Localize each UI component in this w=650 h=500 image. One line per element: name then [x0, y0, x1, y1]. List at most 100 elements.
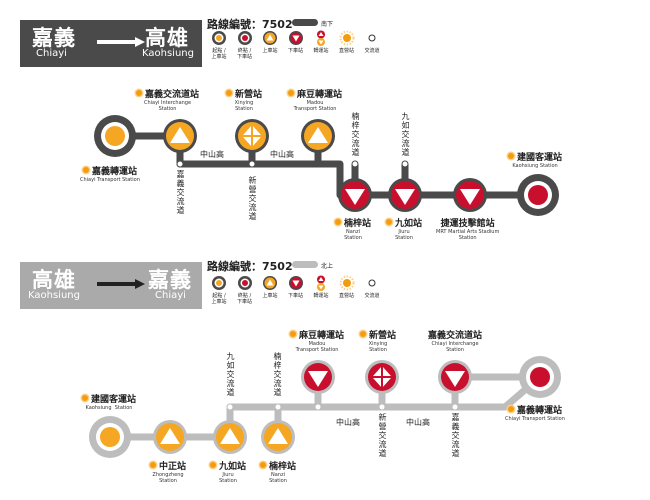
bottom-station-nanzi-icon [261, 420, 295, 454]
top-label-mrt: 捷運技擊館站 MRT Martial Arts Stadium Station [436, 219, 500, 241]
bottom-route-number: 路線編號：7502 [207, 260, 293, 273]
top-station-mrt-icon [453, 178, 487, 212]
direct-stop-icon [360, 331, 366, 337]
top-header-from-en: Chiayi [36, 48, 67, 59]
bottom-header-to-en: Chiayi [155, 290, 186, 301]
legend-label: 交流道 [364, 293, 380, 299]
top-interchange-label: 楠梓交流道 [351, 112, 360, 157]
legend-item-direct-stop: 直營站 [332, 30, 362, 54]
bottom-label-xinying: 新營站 Xinying Station [360, 328, 396, 353]
bottom-interchange-label: 楠梓交流道 [273, 352, 282, 397]
top-route-number: 路線編號：7502 [207, 18, 293, 31]
bottom-label-nanzi: 楠梓站 Nanzi Station [260, 459, 296, 484]
legend-label: 終點 / 下車站 [236, 48, 252, 60]
top-interchange-label: 嘉義交流道 [176, 170, 185, 215]
top-station-jiuru-icon [388, 178, 422, 212]
legend-item-boarding-stop: 上車站 [255, 275, 285, 299]
interchange-icon [176, 160, 184, 168]
top-station-nanzi-icon [338, 178, 372, 212]
legend-item-direct-stop: 直營站 [332, 275, 362, 299]
direct-stop-icon [260, 462, 266, 468]
direct-stop-icon [210, 462, 216, 468]
top-station-chiayi-tc-icon [94, 115, 136, 157]
legend-label: 上車站 [262, 293, 278, 299]
top-label-xinying: 新營站 Xinying Station [226, 87, 262, 112]
interchange-icon [368, 34, 376, 42]
bottom-station-madou-icon [301, 360, 335, 394]
top-road-label: 中山高 [270, 150, 294, 159]
legend-label: 轉運站 [313, 293, 329, 299]
interchange-icon [248, 160, 256, 168]
interchange-icon [401, 160, 409, 168]
bottom-station-chiayi-tc-icon [519, 356, 561, 398]
bottom-station-kaohsiung-icon [89, 416, 131, 458]
bottom-interchange-dots [226, 403, 459, 411]
bottom-label-jiuru: 九如站 Jiuru Station [210, 459, 246, 484]
direct-stop-icon [386, 219, 392, 225]
legend-label: 直營站 [338, 48, 354, 54]
interchange-icon [314, 403, 322, 411]
interchange-icon [378, 403, 386, 411]
bottom-road-label: 中山高 [336, 418, 360, 427]
top-direction-label: 南下 [321, 21, 334, 28]
origin-boarding-icon [212, 31, 226, 45]
top-interchange-dots [176, 160, 409, 168]
legend-item-alighting-stop: 下車站 [281, 30, 311, 54]
direct-stop-icon [507, 406, 514, 412]
top-station-kaohsiung-icon [517, 174, 559, 216]
bottom-label-chiayi-tc: 嘉義轉運站 Chiayi Transport Station [505, 406, 565, 422]
transfer-stop-icon [317, 275, 325, 291]
legend-item-interchange: 交流道 [357, 30, 387, 54]
boarding-stop-icon [263, 31, 277, 45]
top-direction-bar [292, 19, 318, 26]
legend-item-terminal-alighting: 終點 / 下車站 [230, 30, 260, 60]
bottom-header-from-en: Kaohsiung [28, 290, 80, 301]
top-header-to: 高雄 [145, 26, 189, 50]
top-direction-header: 嘉義 Chiayi 高雄 Kaohsiung [20, 20, 202, 67]
legend-label: 終點 / 下車站 [236, 293, 252, 305]
top-label-jiuru: 九如站 Jiuru Station [386, 216, 422, 241]
top-label-chiayi-ic: 嘉義交流道站 Chiayi Interchange Station [136, 87, 199, 112]
legend-item-alighting-stop: 下車站 [281, 275, 311, 299]
legend-label: 下車站 [287, 293, 303, 299]
legend-label: 交流道 [364, 48, 380, 54]
bottom-header-to: 嘉義 [148, 268, 192, 292]
bottom-road-label: 中山高 [406, 418, 430, 427]
boarding-stop-icon [263, 276, 277, 290]
direct-stop-icon [82, 395, 88, 401]
top-header-from: 嘉義 [32, 26, 76, 50]
legend-label: 下車站 [287, 48, 303, 54]
top-interchange-label: 九如交流道 [401, 112, 410, 157]
bottom-station-zhongzheng-icon [153, 420, 187, 454]
bottom-label-chiayi-ic: 嘉義交流道站 Chiayi Interchange Station [428, 331, 483, 353]
bottom-interchange-label: 嘉義交流道 [451, 413, 460, 458]
top-road-label: 中山高 [200, 150, 224, 159]
interchange-icon [368, 279, 376, 287]
bottom-label-kaohsiung: 建國客運站 Kaohsiung Station [82, 392, 136, 411]
direct-stop-icon [150, 462, 156, 468]
legend-item-origin-boarding: 起點 / 上車站 [204, 275, 234, 305]
direct-stop-icon [82, 167, 89, 173]
legend-label: 轉運站 [313, 48, 329, 54]
terminal-alighting-icon [237, 31, 252, 45]
bottom-station-chiayi-ic-icon [438, 360, 472, 394]
terminal-alighting-icon [237, 276, 252, 290]
alighting-stop-icon [288, 31, 303, 45]
top-station-chiayi-ic-icon [163, 119, 197, 153]
top-station-madou-icon [301, 119, 335, 153]
direct-stop-icon [339, 30, 354, 46]
bottom-header-from: 高雄 [32, 268, 76, 292]
top-label-chiayi-tc: 嘉義轉運站 Chiayi Transport Station [80, 167, 140, 183]
direction-arrow-icon [97, 279, 145, 289]
legend-item-origin-boarding: 起點 / 上車站 [204, 30, 234, 60]
legend-item-transfer-stop: 轉運站 [306, 30, 336, 54]
legend-item-transfer-stop: 轉運站 [306, 275, 336, 299]
bottom-interchange-label: 新營交流道 [378, 413, 387, 458]
legend-label: 起點 / 上車站 [211, 48, 227, 60]
interchange-icon [451, 403, 459, 411]
bottom-station-xinying-icon [364, 359, 400, 395]
direct-stop-icon [288, 90, 294, 96]
bottom-direction-label: 北上 [321, 263, 334, 270]
top-label-kaohsiung: 建國客運站 Kaohsiung Station [508, 150, 562, 169]
direct-stop-icon [508, 153, 514, 159]
